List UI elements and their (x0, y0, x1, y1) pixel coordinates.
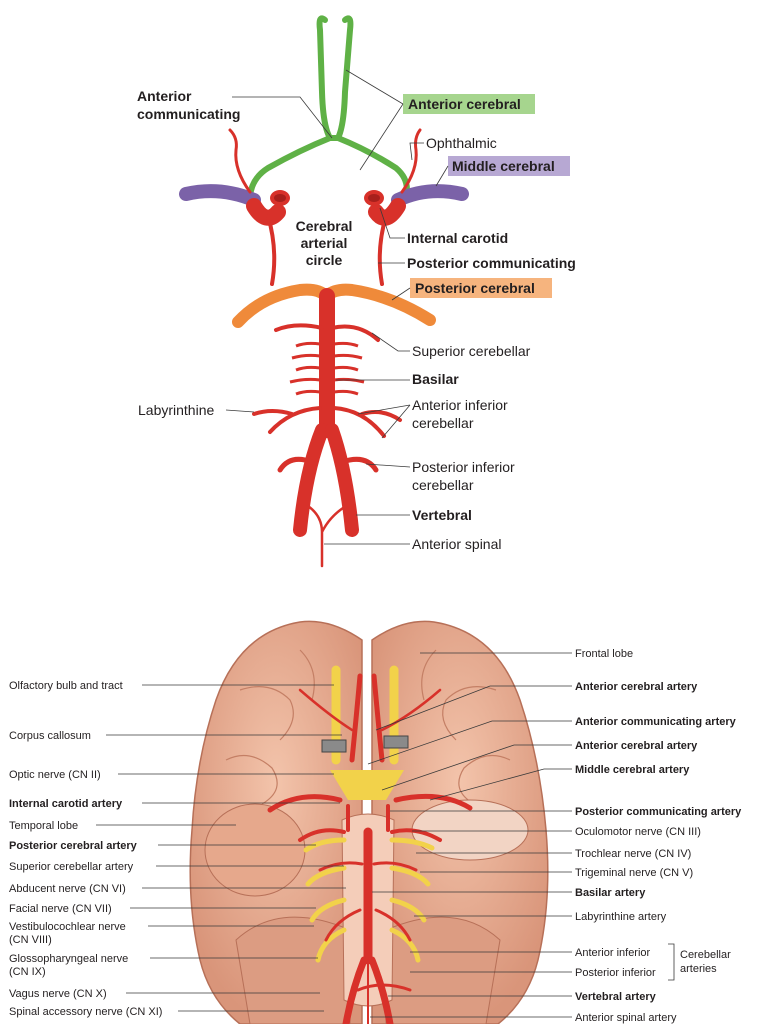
svg-text:circle: circle (306, 252, 343, 268)
label-abducent: Abducent nerve (CN VI) (9, 883, 126, 895)
label-internal-carotid: Internal carotid (407, 230, 508, 246)
anterior-cerebral-artery (247, 15, 333, 199)
label-vestibulocochlear: Vestibulocochlear nerve (9, 921, 126, 933)
clip-right (383, 735, 409, 749)
label-middle-cerebral-artery: Middle cerebral artery (575, 764, 690, 776)
label-anterior-inferior-cerebellar: Anterior inferior (412, 397, 508, 413)
label-ophthalmic: Ophthalmic (426, 135, 497, 151)
label-frontal-lobe: Frontal lobe (575, 648, 633, 660)
label-posterior-inferior-cerebellar: Posterior inferior (412, 459, 515, 475)
label-basilar-artery: Basilar artery (575, 887, 646, 899)
label-anterior-spinal: Anterior spinal (412, 536, 502, 552)
label-internal-carotid-artery: Internal carotid artery (9, 798, 123, 810)
label-posterior-cerebral-artery: Posterior cerebral artery (9, 840, 138, 852)
svg-text:cerebellar: cerebellar (412, 477, 474, 493)
label-cerebellar-arteries: Cerebellar (680, 949, 731, 961)
label-anterior-communicating-artery: Anterior communicating artery (575, 716, 737, 728)
label-anterior-cerebral-artery-1: Anterior cerebral artery (575, 681, 698, 693)
arterial-circle-schematic: Anterior communicating Anterior cerebral… (137, 15, 576, 568)
internal-carotid-artery (246, 190, 406, 226)
middle-cerebral-label-bg (448, 156, 570, 176)
label-posterior-communicating: Posterior communicating (407, 255, 576, 271)
label-posterior-cerebral: Posterior cerebral (415, 280, 535, 296)
cranial-nerves (303, 837, 435, 963)
label-vagus: Vagus nerve (CN X) (9, 988, 107, 1000)
middle-cerebral-artery-left (179, 184, 261, 207)
bottom-left-labels: Olfactory bulb and tract Corpus callosum… (9, 680, 346, 1018)
label-vertebral: Vertebral (412, 507, 472, 523)
label-middle-cerebral: Middle cerebral (452, 158, 555, 174)
middle-cerebral-artery-right (391, 184, 469, 207)
label-trigeminal: Trigeminal nerve (CN V) (575, 867, 693, 879)
svg-text:arteries: arteries (680, 963, 717, 975)
label-basilar: Basilar (412, 371, 459, 387)
top-labels: Anterior communicating Anterior cerebral… (137, 69, 576, 552)
cerebellum-right (385, 916, 501, 1024)
label-anterior-cerebral: Anterior cerebral (408, 96, 521, 112)
ophthalmic-artery (228, 128, 252, 194)
label-superior-cerebellar: Superior cerebellar (412, 343, 531, 359)
posterior-cerebral-label-bg (410, 278, 552, 298)
label-optic-nerve: Optic nerve (CN II) (9, 769, 101, 781)
label-trochlear: Trochlear nerve (CN IV) (575, 848, 691, 860)
posterior-communicating-artery (266, 214, 277, 286)
label-posterior-inferior: Posterior inferior (575, 967, 656, 979)
anterior-spinal-artery (306, 504, 348, 568)
label-oculomotor: Oculomotor nerve (CN III) (575, 826, 701, 838)
label-vertebral-artery: Vertebral artery (575, 991, 657, 1003)
label-superior-cerebellar-artery: Superior cerebellar artery (9, 861, 134, 873)
anterior-inferior-cerebellar-artery (252, 406, 322, 434)
superior-cerebellar-artery (274, 323, 324, 332)
svg-text:(CN VIII): (CN VIII) (9, 934, 52, 946)
svg-text:communicating: communicating (137, 106, 240, 122)
label-olfactory: Olfactory bulb and tract (9, 680, 123, 692)
inferior-view-arteries (267, 673, 473, 1024)
label-labyrinthine: Labyrinthine (138, 402, 214, 418)
label-labyrinthine-artery: Labyrinthine artery (575, 911, 667, 923)
label-corpus-callosum: Corpus callosum (9, 730, 91, 742)
label-spinal-accessory: Spinal accessory nerve (CN XI) (9, 1006, 162, 1018)
label-anterior-cerebral-artery-2: Anterior cerebral artery (575, 740, 698, 752)
anterior-cerebral-label-bg (403, 94, 535, 114)
vertebral-artery (293, 423, 329, 537)
label-temporal-lobe: Temporal lobe (9, 820, 78, 832)
svg-text:(CN IX): (CN IX) (9, 966, 46, 978)
clip-left (321, 739, 347, 753)
label-posterior-communicating-artery: Posterior communicating artery (575, 806, 742, 818)
svg-text:cerebellar: cerebellar (412, 415, 474, 431)
optic-chiasm (330, 770, 404, 800)
cerebellar-arteries-bracket (668, 943, 675, 981)
label-glossopharyngeal: Glossopharyngeal nerve (9, 953, 128, 965)
label-facial: Facial nerve (CN VII) (9, 903, 112, 915)
label-anterior-inferior: Anterior inferior (575, 947, 651, 959)
label-cerebral-arterial-circle: Cerebral (296, 218, 353, 234)
posterior-inferior-cerebellar-artery (277, 456, 315, 473)
bottom-right-labels: Frontal lobe Anterior cerebral artery An… (367, 648, 742, 1024)
label-anterior-spinal-artery: Anterior spinal artery (575, 1012, 677, 1024)
cerebellum-left (235, 916, 351, 1024)
anterior-cerebral-artery-right (335, 15, 410, 199)
label-anterior-communicating: Anterior (137, 88, 192, 104)
brain-inferior-view: Olfactory bulb and tract Corpus callosum… (9, 620, 742, 1024)
svg-text:arterial: arterial (301, 235, 348, 251)
